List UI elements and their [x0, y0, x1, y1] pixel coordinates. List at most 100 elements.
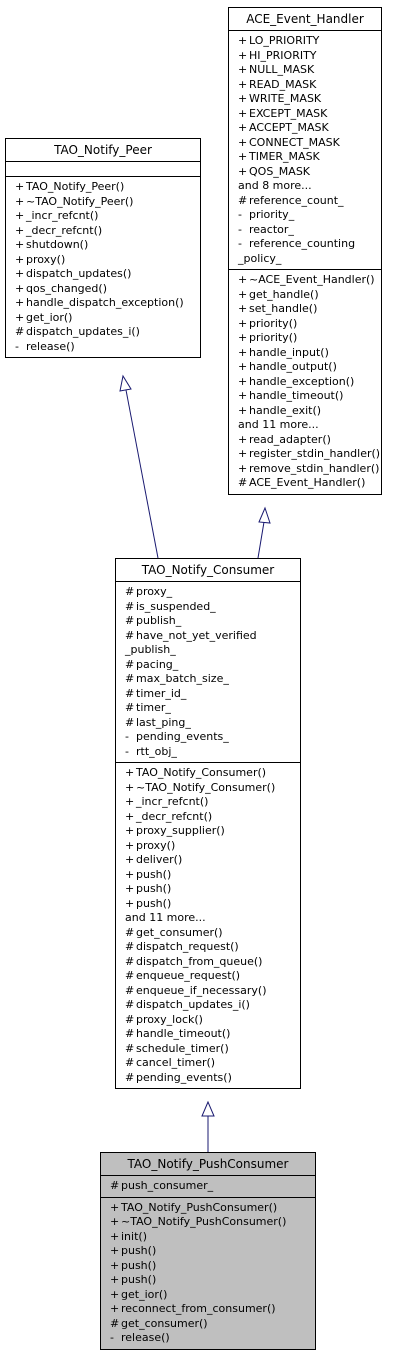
member-row[interactable]: #have_not_yet_verified: [125, 629, 300, 644]
member-row[interactable]: #proxy_lock(): [125, 1013, 300, 1028]
member-row[interactable]: #enqueue_if_necessary(): [125, 984, 300, 999]
member-row[interactable]: -reference_counting: [238, 237, 381, 252]
member-row[interactable]: #proxy_: [125, 585, 300, 600]
member-row[interactable]: #cancel_timer(): [125, 1056, 300, 1071]
member-row[interactable]: +handle_exit(): [238, 404, 381, 419]
member-row[interactable]: +_incr_refcnt(): [125, 795, 300, 810]
class-tao-notify-pushconsumer[interactable]: TAO_Notify_PushConsumer #push_consumer_ …: [100, 1152, 316, 1350]
member-row[interactable]: #pending_events(): [125, 1071, 300, 1086]
member-row[interactable]: #pacing_: [125, 658, 300, 673]
member-row[interactable]: +~ACE_Event_Handler(): [238, 273, 381, 288]
member-row[interactable]: #is_suspended_: [125, 600, 300, 615]
member-row[interactable]: +register_stdin_handler(): [238, 447, 381, 462]
member-row[interactable]: +handle_dispatch_exception(): [15, 296, 200, 311]
member-row[interactable]: +push(): [125, 882, 300, 897]
member-row[interactable]: +handle_timeout(): [238, 389, 381, 404]
member-row[interactable]: +TAO_Notify_Consumer(): [125, 766, 300, 781]
member-row[interactable]: +shutdown(): [15, 238, 200, 253]
member-row[interactable]: +proxy_supplier(): [125, 824, 300, 839]
member-row[interactable]: #enqueue_request(): [125, 969, 300, 984]
visibility-marker: +: [125, 824, 135, 837]
visibility-marker: -: [238, 237, 242, 250]
member-row[interactable]: +EXCEPT_MASK: [238, 107, 381, 122]
member-row[interactable]: +handle_exception(): [238, 375, 381, 390]
member-row[interactable]: _policy_: [238, 252, 381, 267]
member-row[interactable]: +get_ior(): [15, 311, 200, 326]
member-row[interactable]: +_incr_refcnt(): [15, 209, 200, 224]
member-row[interactable]: +remove_stdin_handler(): [238, 462, 381, 477]
member-row[interactable]: _publish_: [125, 643, 300, 658]
member-row[interactable]: +handle_output(): [238, 360, 381, 375]
member-row[interactable]: #handle_timeout(): [125, 1027, 300, 1042]
member-row[interactable]: #reference_count_: [238, 194, 381, 209]
member-row[interactable]: +_decr_refcnt(): [15, 224, 200, 239]
class-name: TAO_Notify_Peer: [6, 139, 200, 162]
member-row[interactable]: +proxy(): [15, 253, 200, 268]
member-row[interactable]: -release(): [15, 340, 200, 355]
member-row[interactable]: -pending_events_: [125, 730, 300, 745]
member-row[interactable]: +TAO_Notify_Peer(): [15, 180, 200, 195]
member-row[interactable]: +~TAO_Notify_Consumer(): [125, 781, 300, 796]
member-row[interactable]: #schedule_timer(): [125, 1042, 300, 1057]
member-row[interactable]: +push(): [110, 1244, 315, 1259]
member-row[interactable]: +~TAO_Notify_PushConsumer(): [110, 1215, 315, 1230]
member-row[interactable]: +priority(): [238, 331, 381, 346]
member-row[interactable]: +qos_changed(): [15, 282, 200, 297]
member-row[interactable]: +QOS_MASK: [238, 165, 381, 180]
member-row[interactable]: +proxy(): [125, 839, 300, 854]
member-row[interactable]: +WRITE_MASK: [238, 92, 381, 107]
member-row[interactable]: #dispatch_from_queue(): [125, 955, 300, 970]
member-row[interactable]: #dispatch_updates_i(): [125, 998, 300, 1013]
member-row[interactable]: #get_consumer(): [110, 1317, 315, 1332]
member-row[interactable]: +priority(): [238, 317, 381, 332]
member-row[interactable]: +~TAO_Notify_Peer(): [15, 195, 200, 210]
member-row[interactable]: #dispatch_updates_i(): [15, 325, 200, 340]
member-row[interactable]: #timer_id_: [125, 687, 300, 702]
member-row[interactable]: +_decr_refcnt(): [125, 810, 300, 825]
member-row[interactable]: +get_ior(): [110, 1288, 315, 1303]
member-row[interactable]: -reactor_: [238, 223, 381, 238]
member-row[interactable]: +reconnect_from_consumer(): [110, 1302, 315, 1317]
member-row[interactable]: +push(): [110, 1273, 315, 1288]
member-row[interactable]: +ACCEPT_MASK: [238, 121, 381, 136]
member-row[interactable]: +get_handle(): [238, 288, 381, 303]
class-tao-notify-consumer[interactable]: TAO_Notify_Consumer #proxy_#is_suspended…: [115, 558, 301, 1089]
class-ace-event-handler[interactable]: ACE_Event_Handler +LO_PRIORITY+HI_PRIORI…: [228, 7, 382, 495]
member-label: handle_exception(): [249, 374, 355, 388]
member-row[interactable]: +handle_input(): [238, 346, 381, 361]
member-row[interactable]: #timer_: [125, 701, 300, 716]
member-row[interactable]: #ACE_Event_Handler(): [238, 476, 381, 491]
member-row[interactable]: +TIMER_MASK: [238, 150, 381, 165]
member-row[interactable]: and 8 more...: [238, 179, 381, 194]
visibility-marker: +: [238, 77, 248, 91]
member-row[interactable]: #dispatch_request(): [125, 940, 300, 955]
member-row[interactable]: +CONNECT_MASK: [238, 136, 381, 151]
class-tao-notify-peer[interactable]: TAO_Notify_Peer +TAO_Notify_Peer()+~TAO_…: [5, 138, 201, 358]
member-row[interactable]: +push(): [110, 1259, 315, 1274]
member-row[interactable]: #last_ping_: [125, 716, 300, 731]
member-row[interactable]: +push(): [125, 868, 300, 883]
member-row[interactable]: and 11 more...: [238, 418, 381, 433]
member-row[interactable]: #max_batch_size_: [125, 672, 300, 687]
member-row[interactable]: -release(): [110, 1331, 315, 1346]
member-row[interactable]: +HI_PRIORITY: [238, 49, 381, 64]
member-row[interactable]: +NULL_MASK: [238, 63, 381, 78]
member-row[interactable]: +READ_MASK: [238, 78, 381, 93]
member-row[interactable]: +push(): [125, 897, 300, 912]
member-label: handle_dispatch_exception(): [26, 296, 184, 309]
member-row[interactable]: +init(): [110, 1230, 315, 1245]
member-row[interactable]: -priority_: [238, 208, 381, 223]
member-row[interactable]: +TAO_Notify_PushConsumer(): [110, 1201, 315, 1216]
member-row[interactable]: +dispatch_updates(): [15, 267, 200, 282]
member-row[interactable]: +read_adapter(): [238, 433, 381, 448]
member-row[interactable]: +LO_PRIORITY: [238, 34, 381, 49]
member-row[interactable]: +set_handle(): [238, 302, 381, 317]
member-row[interactable]: #get_consumer(): [125, 926, 300, 941]
member-row[interactable]: +deliver(): [125, 853, 300, 868]
member-row[interactable]: #push_consumer_: [110, 1179, 315, 1194]
member-row[interactable]: #publish_: [125, 614, 300, 629]
member-row[interactable]: and 11 more...: [125, 911, 300, 926]
member-label: register_stdin_handler(): [249, 447, 381, 460]
member-row[interactable]: -rtt_obj_: [125, 745, 300, 760]
member-label: proxy(): [136, 838, 176, 852]
